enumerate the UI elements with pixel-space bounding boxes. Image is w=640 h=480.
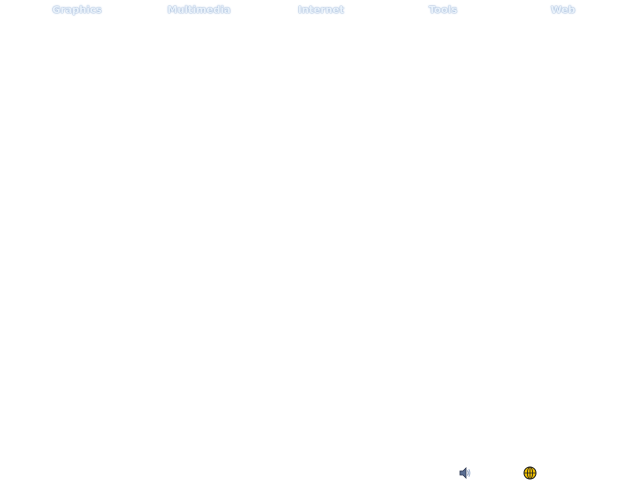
menu-item-web[interactable]: Web — [550, 5, 576, 16]
menu-item-internet[interactable]: Internet — [297, 5, 345, 16]
speaker-icon-graphic — [459, 467, 471, 479]
top-menu-bar: Graphics Multimedia Internet Tools Web — [0, 0, 640, 22]
system-tray — [0, 462, 640, 480]
network-globe-icon-graphic — [523, 466, 537, 480]
speaker-icon[interactable] — [458, 465, 472, 479]
menu-item-graphics[interactable]: Graphics — [52, 5, 102, 16]
menu-item-tools[interactable]: Tools — [428, 5, 458, 16]
menu-item-multimedia[interactable]: Multimedia — [167, 5, 231, 16]
network-globe-icon[interactable] — [523, 465, 537, 480]
